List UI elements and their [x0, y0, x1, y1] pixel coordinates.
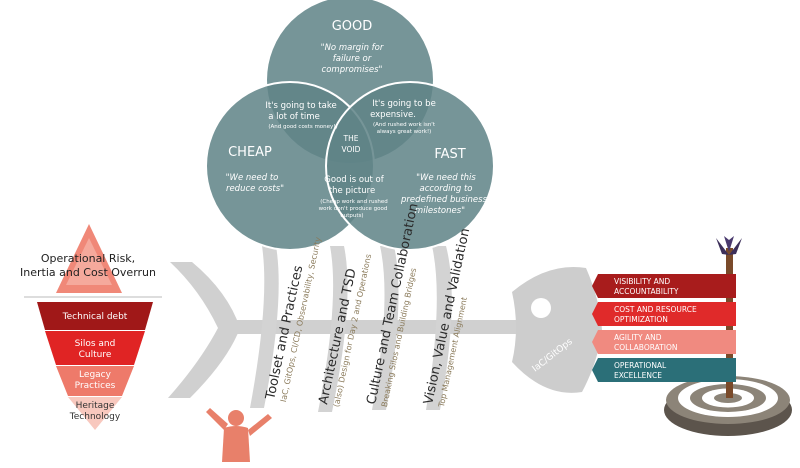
venn-cheap-fast-note-1: (Cheap work and rushed: [320, 199, 388, 205]
venn-fast-quote-2: according to: [419, 184, 472, 194]
fish-spine: [228, 320, 528, 334]
venn-cheap-fast-line-1: Good is out of: [324, 175, 384, 185]
fish-head: [512, 267, 602, 393]
tier-legacy: [56, 366, 134, 396]
venn-fast-quote-4: milestones": [415, 206, 465, 216]
triangle-title-line-1: Operational Risk,: [41, 252, 135, 265]
venn-good-title: GOOD: [332, 19, 373, 34]
sign-2-line-1: COST AND RESOURCE: [614, 305, 697, 314]
tier-1-label: Technical debt: [62, 312, 128, 322]
signpost-board-4: [592, 358, 736, 382]
venn-fast-quote-3: predefined business: [400, 195, 488, 205]
sign-1-line-2: ACCOUNTABILITY: [614, 287, 679, 296]
warning-triangle-inner: [66, 238, 112, 285]
triangle-title-line-2: Inertia and Cost Overrun: [20, 266, 156, 279]
sign-1-line-1: VISIBILITY AND: [614, 277, 670, 286]
venn-cheap-title: CHEAP: [228, 145, 272, 160]
tier-4-label-2: Technology: [69, 412, 121, 422]
tier-4-label-1: Heritage: [76, 401, 115, 411]
signpost-board-1: [592, 274, 736, 298]
signpost: VISIBILITY AND ACCOUNTABILITY COST AND R…: [592, 236, 742, 398]
arrow-feather-icon: [716, 238, 742, 255]
risk-triangle: Operational Risk, Inertia and Cost Overr…: [20, 224, 162, 430]
fish-tail: [168, 262, 240, 398]
venn-good-fast-note-2: always great work!): [377, 129, 432, 135]
sign-2-line-2: OPTIMIZATION: [614, 315, 668, 324]
venn-circle-fast: [325, 81, 495, 251]
venn-cheap-quote-1: "We need to: [226, 173, 279, 183]
signpost-board-3: [592, 330, 736, 354]
venn-cheap-fast-note-2: work don't produce good: [319, 206, 388, 212]
venn-fast-title: FAST: [434, 147, 465, 162]
tier-silos: [45, 331, 145, 365]
fish-bone-2: [318, 246, 348, 412]
tier-2-label-1: Silos and: [75, 339, 116, 349]
venn-good-quote-3: compromises": [322, 65, 383, 75]
venn-good-fast-line-1: It's going to be: [372, 99, 436, 109]
tier-2-label-2: Culture: [79, 350, 112, 360]
venn-diagram: GOOD "No margin for failure or compromis…: [205, 0, 495, 251]
venn-cheap-fast-line-2: the picture: [329, 186, 375, 196]
tier-heritage: [68, 397, 122, 430]
venn-good-cheap-line-1: It's going to take: [265, 101, 336, 111]
fish-bone-3: [372, 246, 399, 410]
venn-cheap-fast-note-3: outputs): [340, 213, 363, 219]
person-icon: [206, 408, 272, 462]
tier-3-label-2: Practices: [75, 381, 116, 391]
venn-good-quote-1: "No margin for: [321, 43, 384, 53]
tier-technical-debt: [37, 302, 153, 330]
signpost-board-2: [592, 302, 736, 326]
sign-4-line-1: OPERATIONAL: [614, 361, 667, 370]
arrow-feather-center: [724, 236, 734, 252]
venn-center-line-2: VOID: [342, 145, 361, 154]
venn-cheap-quote-2: reduce costs": [226, 184, 284, 194]
fishbone: IaC/GitOps: [168, 246, 602, 412]
venn-center-line-1: THE: [343, 134, 359, 143]
venn-good-cheap-note: (And good costs money!): [268, 124, 337, 130]
fish-bone-1: [250, 246, 279, 408]
tier-3-label-1: Legacy: [79, 370, 112, 380]
fish-bone-4: [426, 246, 452, 410]
venn-good-fast-line-2: expensive.: [370, 110, 416, 120]
venn-good-cheap-line-2: a lot of time: [268, 112, 320, 122]
venn-good-fast-note-1: (And rushed work isn't: [373, 122, 436, 128]
sign-3-line-1: AGILITY AND: [614, 333, 662, 342]
venn-good-quote-2: failure or: [333, 54, 372, 64]
sign-4-line-2: EXCELLENCE: [614, 371, 662, 380]
fish-eye: [531, 298, 551, 318]
sign-3-line-2: COLLABORATION: [614, 343, 677, 352]
venn-fast-quote-1: "We need this: [416, 173, 476, 183]
